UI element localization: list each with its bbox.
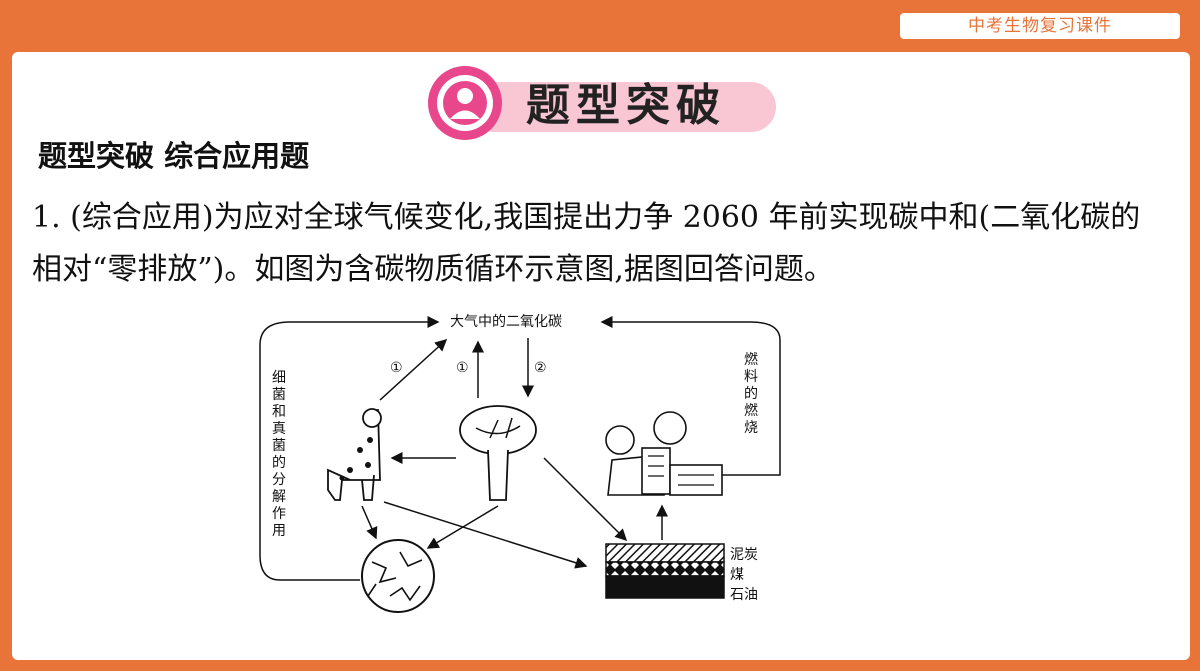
question-text: 1. (综合应用)为应对全球气候变化,我国提出力争 2060 年前实现碳中和(二… <box>32 200 1141 287</box>
section-title: 题型突破 综合应用题 <box>38 139 310 173</box>
peat-label: 泥炭 <box>730 547 758 563</box>
course-tag: 中考生物复习课件 <box>900 13 1180 39</box>
person-icon <box>428 66 502 140</box>
burning-vertical-label: 燃 料 的 燃 烧 <box>744 352 758 436</box>
arrow-1-label-b: ① <box>456 360 469 376</box>
svg-text:细: 细 <box>272 370 286 386</box>
tree-icon <box>459 405 537 501</box>
arrow-2-label: ② <box>534 360 547 376</box>
svg-text:用: 用 <box>272 523 286 539</box>
giraffe-icon <box>327 408 382 501</box>
svg-text:解: 解 <box>272 489 286 505</box>
coal-label: 煤 <box>730 567 744 583</box>
decomposer-icon <box>361 539 435 613</box>
svg-text:和: 和 <box>272 404 286 420</box>
svg-text:作: 作 <box>272 506 286 522</box>
svg-text:分: 分 <box>272 472 286 488</box>
arrow-1-label-a: ① <box>390 360 403 376</box>
carbon-cycle-diagram: 大气中的二氧化碳 细 菌 和 真 菌 的 分 解 作 用 燃 ① ① <box>250 300 790 620</box>
content-frame <box>12 52 1190 660</box>
section-banner: 题型突破 <box>428 62 778 142</box>
decomposition-label: 细 菌 和 真 菌 的 分 解 作 用 <box>272 370 286 539</box>
svg-text:菌: 菌 <box>272 438 286 454</box>
factory-icon <box>605 411 723 496</box>
svg-text:菌: 菌 <box>272 387 286 403</box>
atmosphere-label: 大气中的二氧化碳 <box>450 314 562 330</box>
fossil-fuel-layers <box>605 543 725 599</box>
svg-text:的: 的 <box>272 455 286 471</box>
banner-title: 题型突破 <box>526 80 726 131</box>
svg-text:真: 真 <box>272 421 286 437</box>
banner-bar <box>468 82 776 132</box>
oil-label: 石油 <box>730 587 758 603</box>
